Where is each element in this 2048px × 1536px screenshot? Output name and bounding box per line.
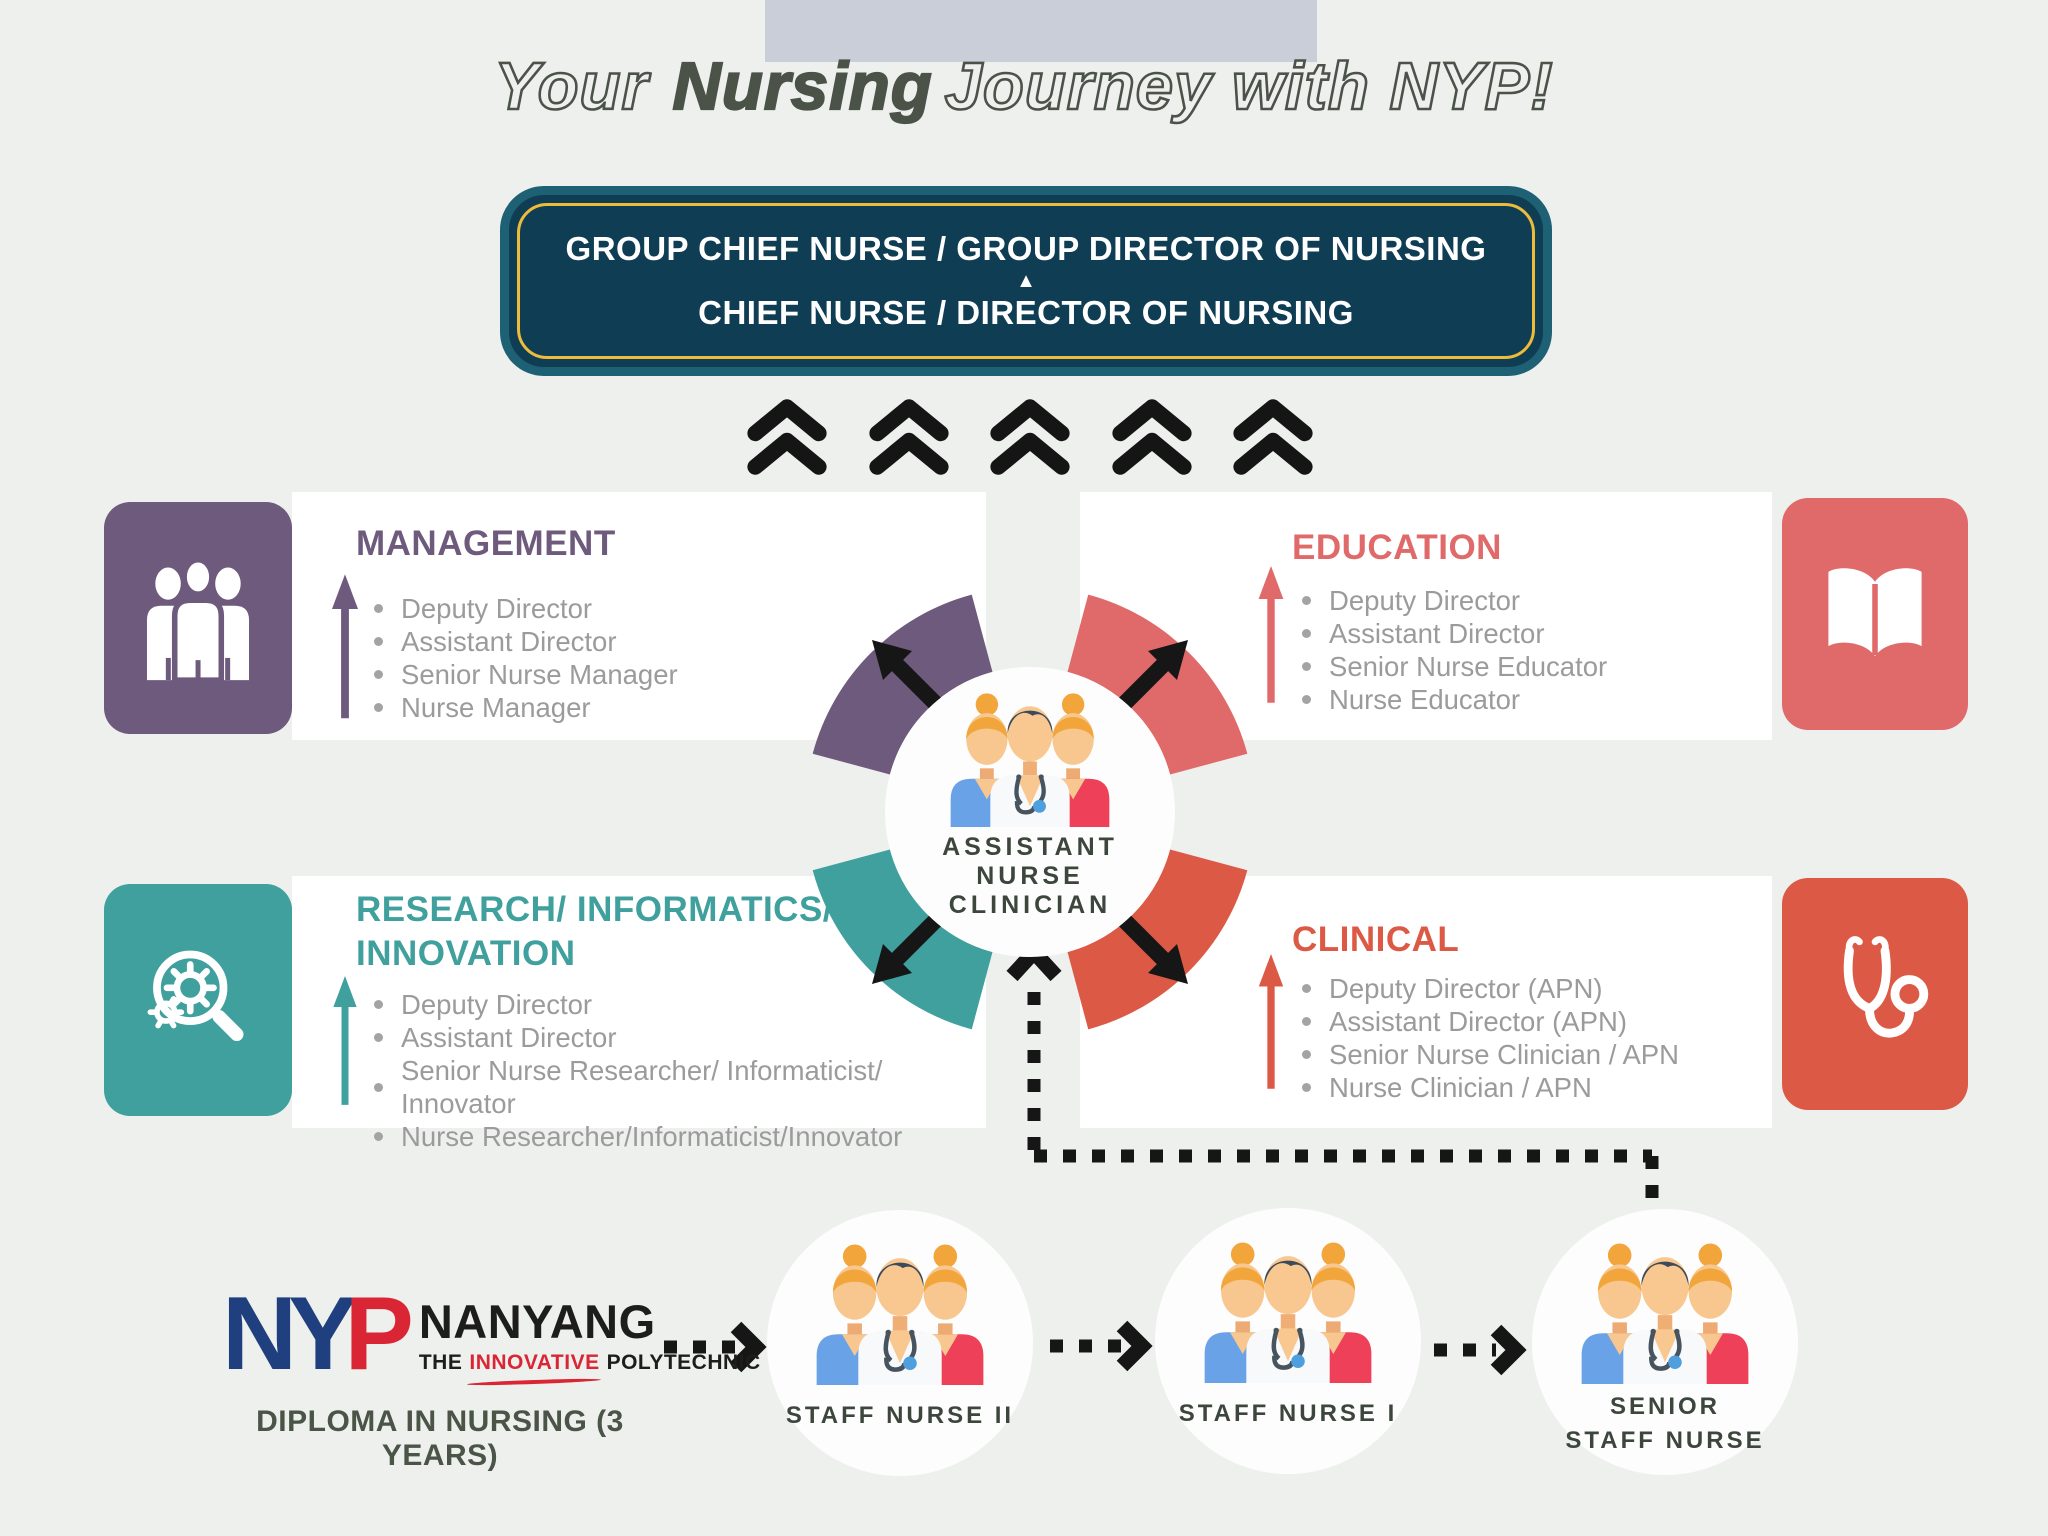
research-list: Deputy Director Assistant Director Senio… [374, 988, 986, 1153]
list-item: Senior Nurse Researcher/ Informaticist/ … [374, 1054, 986, 1120]
education-title: EDUCATION [1292, 528, 1502, 567]
clinical-title: CLINICAL [1292, 920, 1460, 959]
nyp-wordmark: NANYANG THE INNOVATIVE POLYTECHNIC [419, 1294, 761, 1375]
stage-circle-senior-staff-nurse: SENIOR STAFF NURSE [1532, 1209, 1798, 1475]
stage-label: STAFF NURSE I [1178, 1400, 1398, 1427]
nyp-letter-y: Y [288, 1276, 357, 1392]
top-notch-bar [765, 0, 1317, 62]
nurses-trio-illustration [800, 1240, 1000, 1385]
management-title: MANAGEMENT [356, 524, 616, 563]
double-chevron-up-icon [862, 396, 956, 478]
title-outline-end: Journey with NYP! [943, 48, 1554, 126]
research-icon-tile [104, 884, 292, 1116]
double-chevron-up-icon [983, 396, 1077, 478]
research-title-line2: INNOVATION [356, 934, 576, 973]
nyp-tagline: THE INNOVATIVE POLYTECHNIC [419, 1351, 761, 1375]
list-item: Senior Nurse Manager [374, 658, 678, 691]
research-card: RESEARCH/ INFORMATICS/ INNOVATION Deputy… [292, 876, 986, 1152]
list-item: Deputy Director [1302, 584, 1607, 617]
clinical-card: CLINICAL Deputy Director (APN) Assistant… [1080, 876, 1772, 1128]
management-icon-tile [104, 502, 292, 734]
clinical-icon-tile [1782, 878, 1968, 1110]
tagline-the: THE [418, 1351, 463, 1375]
title-solid-word: Nursing [671, 48, 933, 125]
management-card: MANAGEMENT Deputy Director Assistant Dir… [292, 492, 986, 740]
list-item: Senior Nurse Educator [1302, 650, 1607, 683]
chevron-right-head [1490, 1324, 1527, 1376]
nyp-name: NANYANG [418, 1295, 656, 1349]
list-item: Assistant Director [374, 1021, 986, 1054]
list-item: Assistant Director [374, 625, 678, 658]
list-item: Assistant Director [1302, 617, 1607, 650]
banner-line-2: CHIEF NURSE / DIRECTOR OF NURSING [698, 294, 1354, 331]
hub-label: ASSISTANT NURSE CLINICIAN [942, 833, 1118, 919]
up-triangle-icon: ▲ [1016, 270, 1036, 292]
title-outline-start: Your [493, 48, 649, 126]
promotion-chevrons-row [740, 396, 1320, 478]
double-chevron-up-icon [1226, 396, 1320, 478]
stage-label: STAFF NURSE II [785, 1402, 1015, 1429]
list-item: Senior Nurse Clinician / APN [1302, 1038, 1679, 1071]
banner-line-1: GROUP CHIEF NURSE / GROUP DIRECTOR OF NU… [565, 230, 1487, 267]
education-card: EDUCATION Deputy Director Assistant Dire… [1080, 492, 1772, 740]
double-chevron-up-icon [1105, 396, 1199, 478]
nurses-trio-illustration [1565, 1239, 1765, 1384]
magnifier-gears-icon [137, 937, 259, 1063]
tagline-polytechnic: POLYTECHNIC [606, 1351, 761, 1375]
list-item: Nurse Clinician / APN [1302, 1071, 1679, 1104]
leadership-banner: GROUP CHIEF NURSE / GROUP DIRECTOR OF NU… [500, 186, 1552, 376]
double-chevron-up-icon [740, 396, 834, 478]
stethoscope-icon [1814, 931, 1936, 1057]
up-arrow-icon [1258, 566, 1284, 706]
assistant-nurse-clinician-hub: ASSISTANT NURSE CLINICIAN [885, 667, 1175, 957]
up-arrow-icon [332, 574, 358, 722]
people-group-icon [137, 555, 259, 681]
list-item: Nurse Manager [374, 691, 678, 724]
up-arrow-icon [332, 976, 358, 1108]
stage-circle-staff-nurse-1: STAFF NURSE I [1155, 1208, 1421, 1474]
list-item: Deputy Director [374, 592, 678, 625]
nyp-logo: NYP NANYANG THE INNOVATIVE POLYTECHNIC [222, 1282, 760, 1386]
nyp-letter-p: P [344, 1276, 413, 1392]
diploma-caption: DIPLOMA IN NURSING (3 YEARS) [256, 1405, 624, 1472]
nurses-trio-illustration [1188, 1238, 1388, 1383]
nyp-letter-n: N [222, 1276, 297, 1392]
management-list: Deputy Director Assistant Director Senio… [374, 592, 678, 724]
clinical-list: Deputy Director (APN) Assistant Director… [1302, 972, 1679, 1104]
list-item: Deputy Director (APN) [1302, 972, 1679, 1005]
chevron-right-head [1116, 1320, 1153, 1372]
education-icon-tile [1782, 498, 1968, 730]
research-title-line1: RESEARCH/ INFORMATICS/ [356, 890, 834, 929]
list-item: Assistant Director (APN) [1302, 1005, 1679, 1038]
up-arrow-icon [1258, 954, 1284, 1092]
stage-circle-staff-nurse-2: STAFF NURSE II [767, 1210, 1033, 1476]
nyp-acronym: NYP [222, 1282, 414, 1386]
nurses-trio-illustration [935, 689, 1125, 827]
list-item: Nurse Educator [1302, 683, 1607, 716]
stage-label: SENIOR STAFF NURSE [1565, 1393, 1765, 1454]
list-item: Deputy Director [374, 988, 986, 1021]
education-list: Deputy Director Assistant Director Senio… [1302, 584, 1607, 716]
tagline-innovative: INNOVATIVE [469, 1351, 600, 1375]
list-item: Nurse Researcher/Informaticist/Innovator [374, 1120, 986, 1153]
open-book-icon [1814, 551, 1936, 677]
